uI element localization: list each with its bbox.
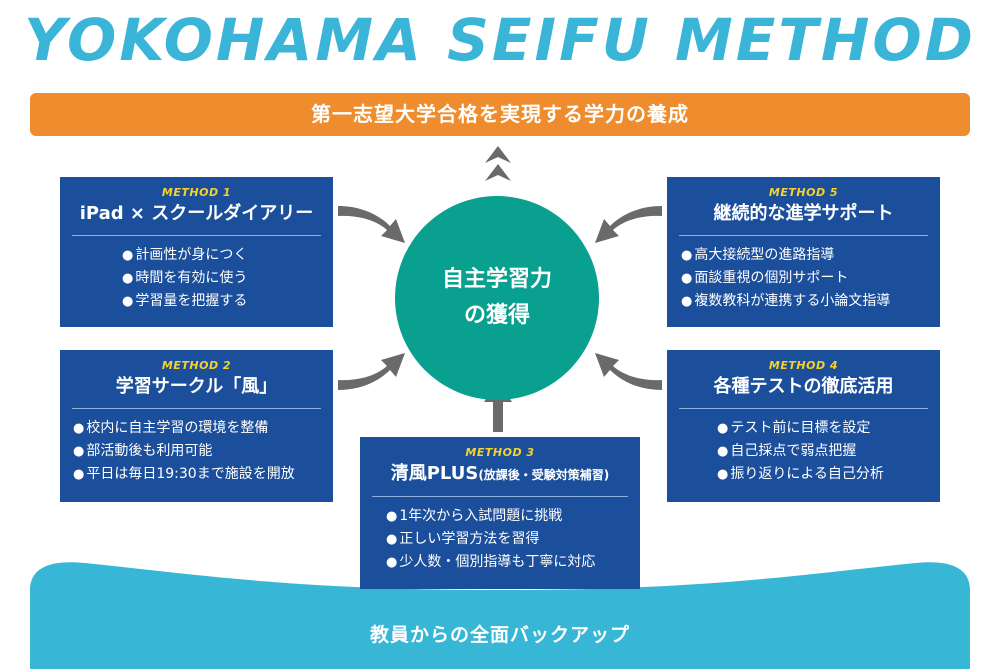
method-label: METHOD 1: [161, 186, 232, 199]
list-item: 少人数・個別指導も丁寧に対応: [386, 551, 640, 574]
list-item: 校内に自主学習の環境を整備: [73, 417, 333, 440]
center-circle: 自主学習力 の獲得: [395, 196, 599, 400]
arrow-icon: [595, 353, 662, 390]
goal-banner: 第一志望大学合格を実現する学力の養成: [30, 93, 970, 136]
up-arrow-icon: [485, 146, 511, 163]
method-label: METHOD 2: [161, 359, 232, 372]
divider: [72, 408, 321, 409]
method-title: 継続的な進学サポート: [713, 203, 894, 224]
list-item: 正しい学習方法を習得: [386, 528, 640, 551]
method-card-2: METHOD 2 学習サークル「風」 校内に自主学習の環境を整備 部活動後も利用…: [60, 350, 333, 502]
backup-label: 教員からの全面バックアップ: [369, 624, 630, 646]
page-title: YOKOHAMA SEIFU METHOD: [24, 6, 976, 74]
list-item: 自己採点で弱点把握: [717, 440, 940, 463]
method-title: iPad × スクールダイアリー: [79, 203, 314, 224]
list-item: 平日は毎日19:30まで施設を開放: [73, 463, 333, 486]
arrow-icon: [595, 206, 662, 243]
center-text-line1: 自主学習力: [441, 267, 552, 292]
method-card-4: METHOD 4 各種テストの徹底活用 テスト前に目標を設定 自己採点で弱点把握…: [667, 350, 940, 502]
divider: [679, 408, 928, 409]
method-card-5: METHOD 5 継続的な進学サポート 高大接続型の進路指導 面談重視の個別サポ…: [667, 177, 940, 327]
list-item: 高大接続型の進路指導: [681, 244, 940, 267]
divider: [72, 235, 321, 236]
center-text-line2: の獲得: [463, 303, 530, 328]
method-title: 各種テストの徹底活用: [713, 376, 894, 397]
divider: [372, 496, 628, 497]
method-title: 清風PLUS(放課後・受験対策補習): [360, 462, 640, 487]
list-item: 部活動後も利用可能: [73, 440, 333, 463]
method-label: METHOD 4: [768, 359, 839, 372]
list-item: 計画性が身につく: [122, 244, 333, 267]
method-card-3: METHOD 3 清風PLUS(放課後・受験対策補習) 1年次から入試問題に挑戦…: [360, 437, 640, 589]
list-item: 学習量を把握する: [122, 290, 333, 313]
arrow-icon: [338, 206, 405, 243]
method-label: METHOD 5: [768, 186, 839, 199]
arrow-icon: [338, 353, 405, 390]
method-label: METHOD 3: [465, 446, 535, 459]
up-arrow-icon: [485, 164, 511, 181]
backup-wave: [30, 562, 970, 669]
method-title-sub: (放課後・受験対策補習): [478, 468, 610, 482]
list-item: 複数教科が連携する小論文指導: [681, 290, 940, 313]
method-title-main: 清風PLUS: [390, 463, 479, 484]
list-item: 面談重視の個別サポート: [681, 267, 940, 290]
method-title: 学習サークル「風」: [115, 376, 278, 397]
divider: [679, 235, 928, 236]
list-item: 振り返りによる自己分析: [717, 463, 940, 486]
method-card-1: METHOD 1 iPad × スクールダイアリー 計画性が身につく 時間を有効…: [60, 177, 333, 327]
list-item: 1年次から入試問題に挑戦: [386, 505, 640, 528]
list-item: テスト前に目標を設定: [717, 417, 940, 440]
list-item: 時間を有効に使う: [122, 267, 333, 290]
